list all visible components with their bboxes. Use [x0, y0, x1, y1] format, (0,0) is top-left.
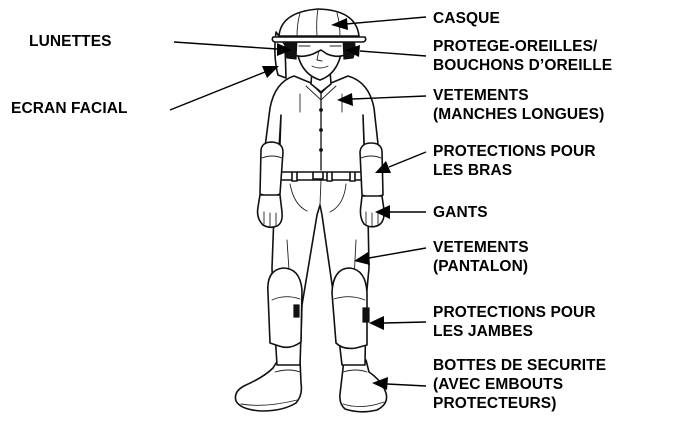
left-arm-guard	[260, 142, 283, 196]
left-glove	[258, 195, 283, 227]
label-bottes-securite: BOTTES DE SECURITE (AVEC EMBOUTS PROTECT…	[433, 356, 606, 413]
right-leg-guard	[332, 268, 369, 348]
leader-protections-jambes	[369, 316, 426, 330]
leader-vetements-manches	[337, 93, 426, 106]
leader-casque	[331, 17, 426, 30]
left-leg-guard	[268, 268, 302, 347]
label-casque: CASQUE	[433, 9, 500, 28]
label-vetements-pantalon: VETEMENTS (PANTALON)	[433, 238, 529, 276]
leader-ecran-facial	[170, 66, 279, 110]
leader-protege-oreilles	[345, 45, 426, 57]
label-lunettes: LUNETTES	[29, 32, 112, 51]
hard-hat	[272, 9, 365, 42]
label-protections-bras: PROTECTIONS POUR LES BRAS	[433, 142, 596, 180]
label-ecran-facial: ECRAN FACIAL	[11, 99, 128, 118]
label-gants: GANTS	[433, 203, 488, 222]
label-protege-oreilles: PROTEGE-OREILLES/ BOUCHONS D’OREILLE	[433, 37, 612, 75]
label-protections-jambes: PROTECTIONS POUR LES JAMBES	[433, 303, 596, 341]
worker-figure	[235, 9, 386, 412]
left-boot	[235, 360, 301, 411]
label-vetements-manches-longues: VETEMENTS (MANCHES LONGUES)	[433, 86, 604, 124]
